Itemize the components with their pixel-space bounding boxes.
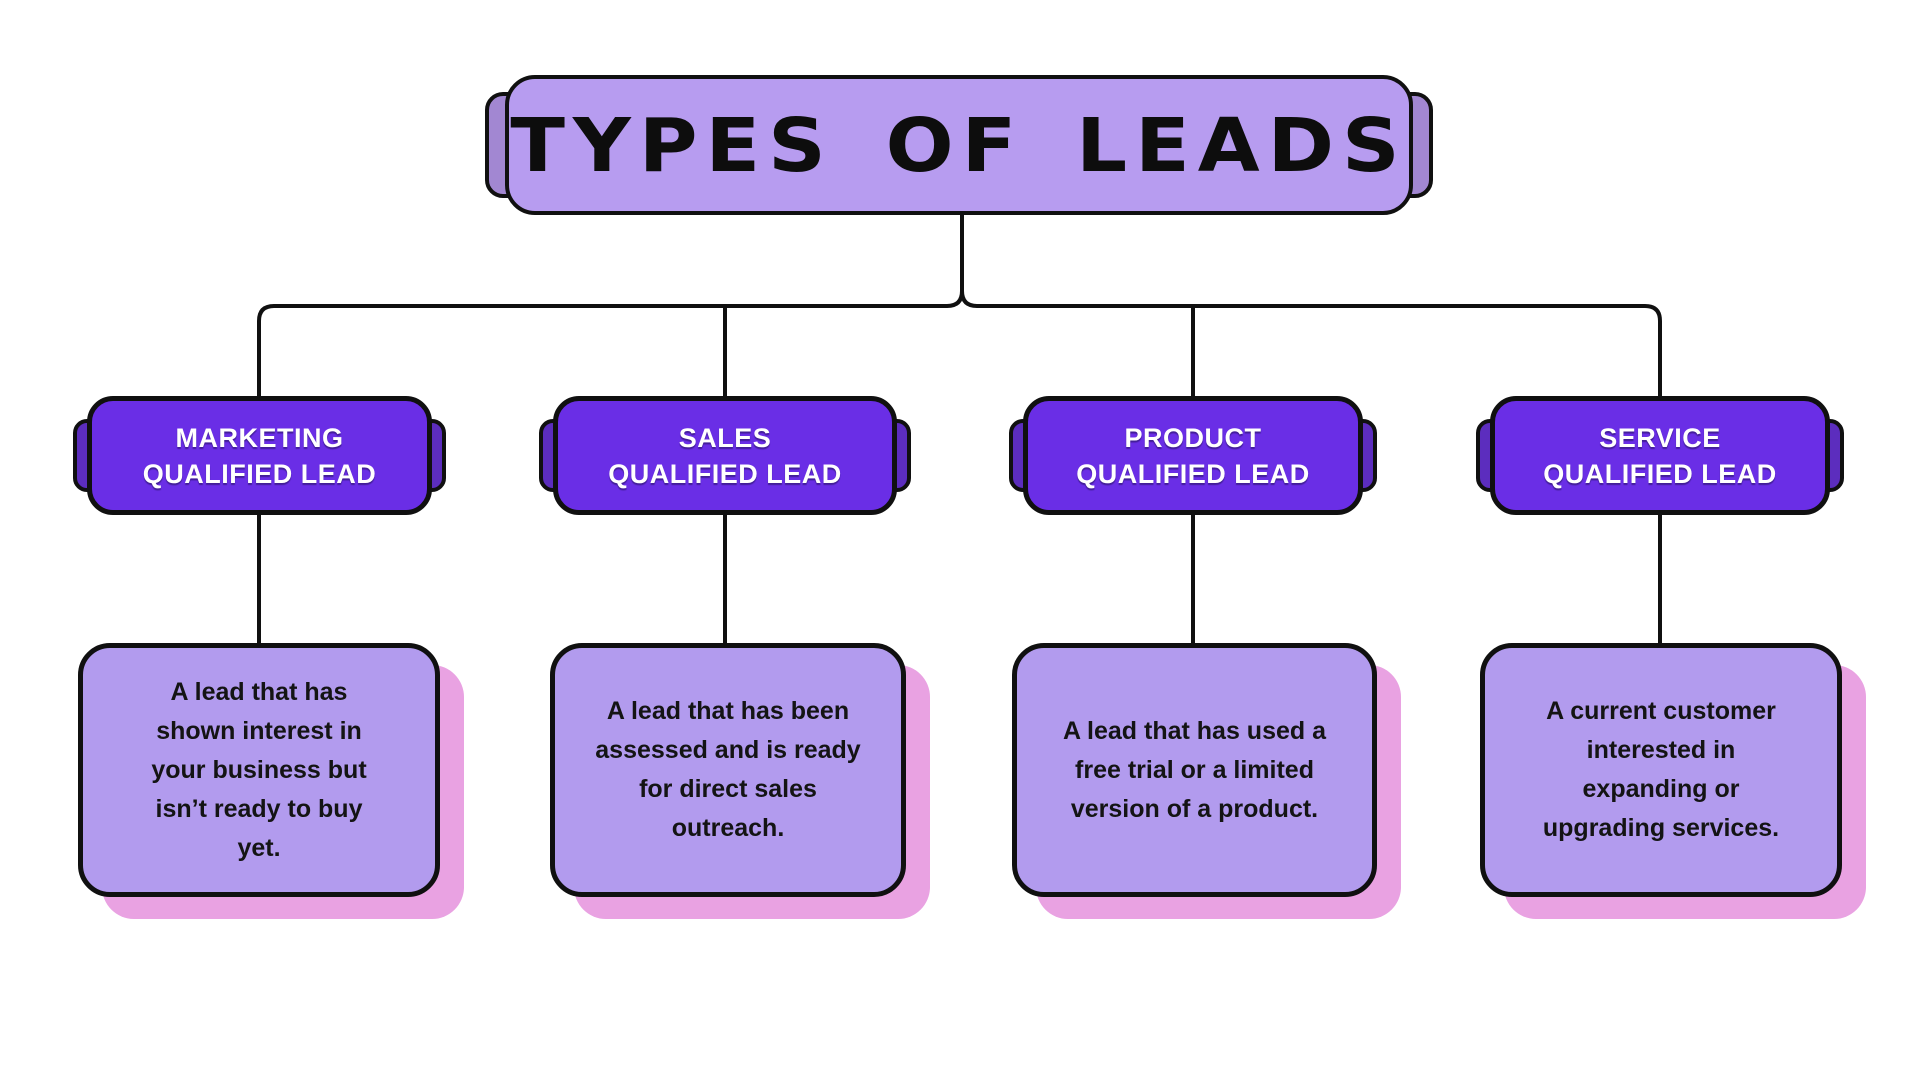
title-plate: TYPES OF LEADS	[505, 75, 1413, 215]
sales-description-text: A lead that has been assessed and is rea…	[595, 697, 861, 842]
product-header-line1: PRODUCT	[1124, 422, 1262, 453]
product-description-text: A lead that has used a free trial or a l…	[1062, 716, 1327, 823]
marketing-description-text: A lead that has shown interest in your b…	[151, 677, 367, 862]
node-header-marketing: MARKETING QUALIFIED LEAD	[73, 396, 446, 515]
sales-header-plate: SALES QUALIFIED LEAD	[553, 396, 897, 515]
card-service-description: A current customer interested in expandi…	[1480, 643, 1842, 897]
node-header-service: SERVICE QUALIFIED LEAD	[1476, 396, 1844, 515]
product-header-plate: PRODUCT QUALIFIED LEAD	[1023, 396, 1363, 515]
page-title: TYPES OF LEADS	[510, 102, 1408, 188]
title-banner: TYPES OF LEADS	[485, 75, 1433, 215]
connector-branch-left	[257, 290, 964, 400]
node-header-sales: SALES QUALIFIED LEAD	[539, 396, 911, 515]
card-marketing-description: A lead that has shown interest in your b…	[78, 643, 440, 897]
marketing-header-line1: MARKETING	[175, 422, 344, 453]
card-product-description: A lead that has used a free trial or a l…	[1012, 643, 1377, 897]
service-description-text: A current customer interested in expandi…	[1542, 697, 1780, 842]
service-header-line2: QUALIFIED LEAD	[1543, 458, 1777, 489]
card-sales-description: A lead that has been assessed and is rea…	[550, 643, 906, 897]
service-header-line1: SERVICE	[1599, 422, 1721, 453]
product-header-line2: QUALIFIED LEAD	[1076, 458, 1310, 489]
node-header-product: PRODUCT QUALIFIED LEAD	[1009, 396, 1377, 515]
sales-header-line2: QUALIFIED LEAD	[608, 458, 842, 489]
service-header-plate: SERVICE QUALIFIED LEAD	[1490, 396, 1830, 515]
marketing-header-line2: QUALIFIED LEAD	[142, 458, 377, 489]
sales-header-line1: SALES	[678, 422, 772, 453]
marketing-header-plate: MARKETING QUALIFIED LEAD	[87, 396, 432, 515]
connector-branch-right	[960, 290, 1662, 400]
